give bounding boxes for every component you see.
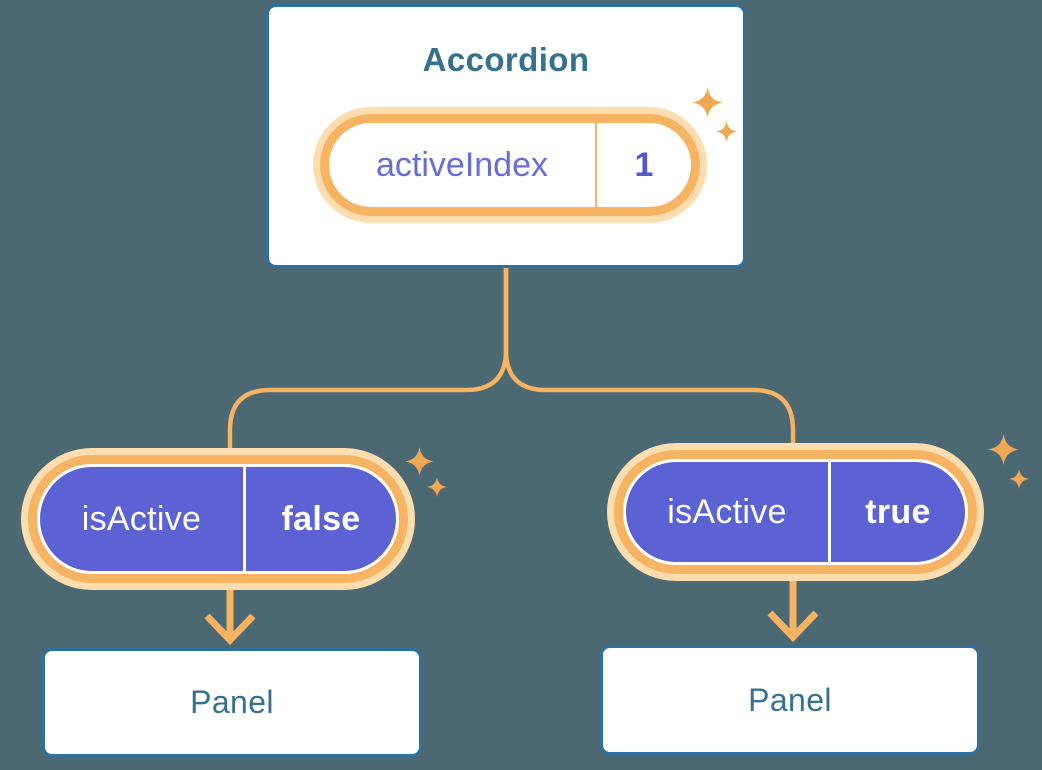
sparkle-icon: [405, 447, 434, 476]
accordion-card: Accordion activeIndex 1: [266, 4, 746, 268]
state-value: 1: [634, 145, 654, 184]
sparkle-icon: [427, 477, 447, 497]
prop-pill-left: isActive false: [28, 455, 408, 583]
branch-right-line: [503, 266, 796, 452]
state-pill: activeIndex 1: [320, 114, 700, 216]
panel-card-right: Panel: [600, 645, 980, 755]
prop-value: false: [281, 499, 361, 538]
prop-name-label: isActive: [81, 499, 202, 538]
arrow-left-head: [204, 613, 256, 646]
accordion-title: Accordion: [422, 41, 590, 78]
panel-title: Panel: [190, 684, 274, 720]
prop-name-label: isActive: [667, 492, 787, 531]
branch-left-line: [227, 266, 509, 456]
prop-pill-divider: [828, 462, 831, 562]
state-name-label: activeIndex: [376, 145, 548, 184]
panel-card-left: Panel: [42, 648, 422, 757]
prop-pill-left-body: isActive false: [37, 464, 399, 574]
prop-pill-right: isActive true: [614, 450, 977, 574]
prop-pill-right-body: isActive true: [623, 459, 968, 565]
arrow-right-head: [767, 610, 819, 643]
sparkle-icon: [1009, 469, 1029, 489]
sparkle-icon: [716, 121, 737, 142]
prop-pill-divider: [243, 467, 246, 571]
prop-value: true: [865, 492, 931, 531]
sparkle-icon: [692, 87, 723, 118]
state-pill-divider: [595, 123, 597, 207]
sparkle-icon: [988, 434, 1019, 465]
panel-title: Panel: [748, 681, 832, 718]
